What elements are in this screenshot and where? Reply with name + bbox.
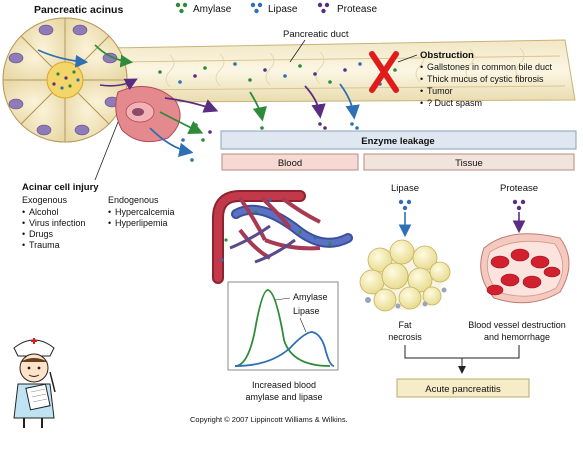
obstruction-list: • Gallstones in common bile duct • Thick…	[420, 62, 553, 108]
exogenous-item: Trauma	[29, 240, 60, 250]
exogenous-item: Drugs	[29, 229, 54, 239]
graph-amylase-label: Amylase	[293, 292, 328, 302]
lipase-legend-icon	[250, 2, 263, 14]
endogenous-title: Endogenous	[108, 195, 159, 205]
endogenous-item: Hyperlipemia	[115, 218, 168, 228]
vessel-destruction-line1: Blood vessel destruction	[468, 320, 566, 330]
obstruction-title: Obstruction	[420, 50, 474, 61]
legend-lipase: Lipase	[268, 4, 298, 15]
protease-legend-icon	[317, 2, 330, 14]
endogenous-list: • Hypercalcemia • Hyperlipemia	[108, 207, 175, 228]
obstruction-item: Thick mucus of cystic fibrosis	[427, 74, 544, 84]
fat-necrosis-line1: Fat	[398, 320, 412, 330]
enzyme-leakage-label: Enzyme leakage	[361, 136, 434, 147]
leakage-arrows	[149, 83, 360, 162]
increased-blood-line1: Increased blood	[252, 380, 316, 390]
enzyme-leakage-bar	[220, 130, 577, 150]
acute-pancreatitis-label: Acute pancreatitis	[425, 384, 501, 395]
exogenous-item: Virus infection	[29, 218, 85, 228]
obstruction-item: Gallstones in common bile duct	[427, 62, 553, 72]
title: Pancreatic acinus	[34, 4, 123, 16]
obstruction-pointer	[397, 54, 418, 63]
pancreatic-duct	[109, 39, 576, 103]
damaged-vessel	[480, 233, 570, 304]
list-bullet: •	[22, 240, 25, 250]
duct-label: Pancreatic duct	[283, 29, 349, 40]
lipase-curve	[234, 331, 335, 367]
injury-pointer	[94, 121, 119, 181]
tissue-lipase-label: Lipase	[391, 183, 419, 194]
acinus-cells	[2, 17, 128, 143]
blood-label: Blood	[278, 158, 302, 169]
endogenous-item: Hypercalcemia	[115, 207, 175, 217]
pancreatitis-connector	[404, 345, 520, 374]
obstruction-bullet: •	[420, 74, 423, 84]
fat-necrosis-line2: necrosis	[388, 332, 422, 342]
list-bullet: •	[22, 229, 25, 239]
exogenous-list: • Alcohol • Virus infection • Drugs • Tr…	[22, 207, 85, 250]
blood-vessel-network	[212, 190, 353, 284]
acute-pancreatitis-box	[396, 378, 530, 398]
obstruction-bullet: •	[420, 98, 423, 108]
obstruction-item: ? Duct spasm	[427, 98, 482, 108]
list-bullet: •	[22, 207, 25, 217]
copyright-text: Copyright © 2007 Lippincott Williams & W…	[190, 415, 348, 424]
blood-box	[221, 153, 359, 171]
legend-protease: Protease	[337, 4, 377, 15]
increased-blood-line2: amylase and lipase	[245, 392, 322, 402]
legend-amylase: Amylase	[193, 4, 232, 15]
graph-lipase-label: Lipase	[293, 306, 320, 316]
lipase-icon	[398, 199, 412, 211]
tissue-label: Tissue	[455, 158, 483, 169]
obstruction-bullet: •	[420, 86, 423, 96]
exogenous-item: Alcohol	[29, 207, 59, 217]
tissue-protease-label: Protease	[500, 183, 538, 194]
list-bullet: •	[22, 218, 25, 228]
list-bullet: •	[108, 207, 111, 217]
nurse-cartoon	[13, 338, 56, 428]
vessel-destruction-line2: and hemorrhage	[484, 332, 550, 342]
duct-pointer	[289, 39, 306, 63]
intra-acinus-arrows	[37, 44, 138, 91]
obstruction-item: Tumor	[427, 86, 453, 96]
amylase-legend-icon	[175, 2, 188, 14]
amylase-curve	[234, 289, 331, 367]
fat-cells	[359, 239, 451, 312]
obstruction-x-icon	[369, 51, 399, 93]
tissue-box	[363, 153, 575, 171]
protease-icon	[512, 199, 526, 211]
legend: Amylase Lipase Protease	[175, 2, 377, 15]
exogenous-title: Exogenous	[22, 195, 68, 205]
obstruction-bullet: •	[420, 62, 423, 72]
damaged-acinar-cell	[115, 86, 181, 143]
acinar-injury-title: Acinar cell injury	[22, 182, 99, 193]
enzyme-level-graph	[227, 281, 339, 371]
list-bullet: •	[108, 218, 111, 228]
